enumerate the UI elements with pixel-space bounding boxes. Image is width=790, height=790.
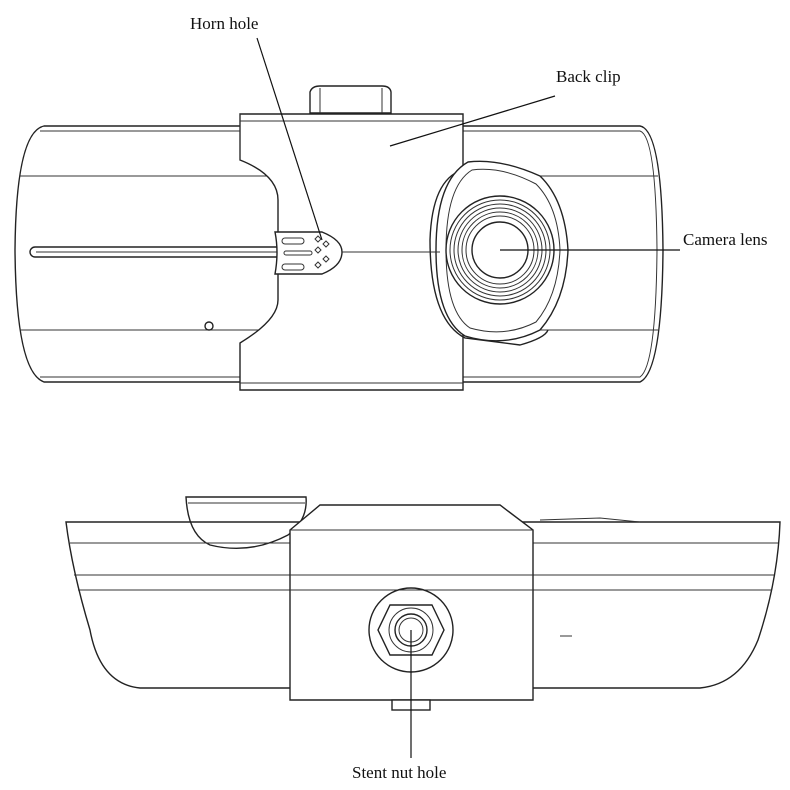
lens-housing (429, 160, 569, 346)
back-clip-leader (389, 95, 556, 147)
horn-hole-cluster (274, 231, 343, 275)
front-view (14, 85, 664, 391)
horn-hole-leader (256, 37, 323, 241)
label-stent-nut-hole: Stent nut hole (352, 763, 446, 782)
label-horn-hole: Horn hole (190, 14, 258, 33)
indicator-hole (204, 321, 214, 331)
top-knob (309, 85, 392, 114)
label-back-clip: Back clip (556, 67, 621, 86)
label-camera-lens: Camera lens (683, 230, 768, 249)
leader-lines (256, 37, 680, 758)
bottom-view (65, 496, 781, 711)
